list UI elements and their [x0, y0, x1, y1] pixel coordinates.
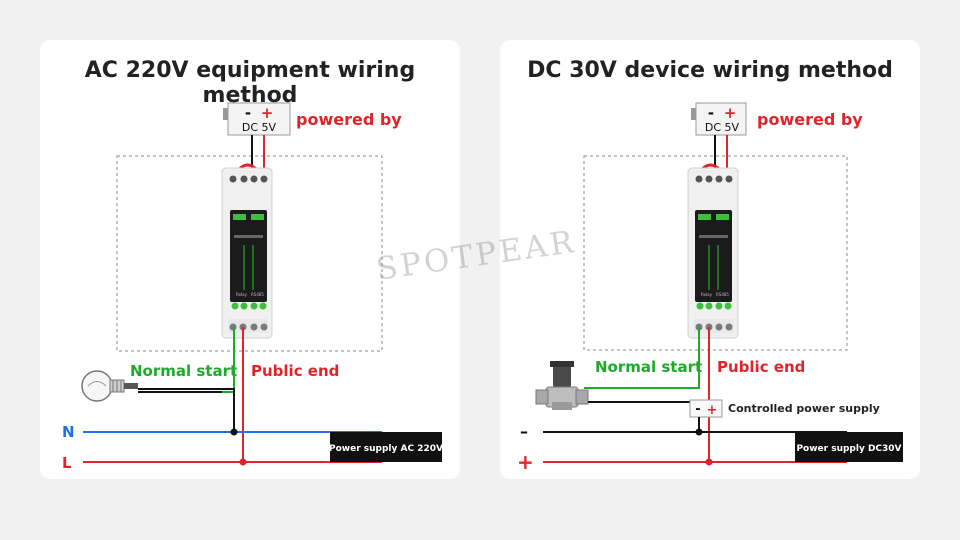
battery-label: DC 5V: [705, 121, 740, 134]
powered-by-label: powered by: [757, 110, 863, 129]
plus-label: +: [517, 450, 534, 474]
controlled-supply-label: Controlled power supply: [728, 402, 880, 415]
dc5v-battery-icon: - + DC 5V: [223, 102, 291, 136]
supply-label: Power supply DC30V: [796, 444, 901, 454]
junction-l: [239, 458, 247, 466]
rs485-tag: RS485: [251, 292, 264, 297]
minus-label: –: [520, 422, 528, 441]
normal-start-label: Normal start: [130, 362, 237, 380]
rs485-tag: RS485: [716, 292, 729, 297]
battery-label: DC 5V: [242, 121, 277, 134]
wire-bulb-neutral: [138, 388, 235, 432]
dc-wiring-panel: DC 30V device wiring method - + DC 5V po…: [500, 40, 920, 479]
device-frame: [583, 155, 848, 351]
supply-label: Power supply AC 220V: [329, 444, 443, 454]
relay-module-icon: Relay RS485: [687, 163, 739, 339]
ac-wiring-diagram: - + DC 5V powered by Relay RS485: [62, 102, 443, 472]
relay-tag: Relay: [236, 292, 248, 297]
powered-by-label: powered by: [296, 110, 402, 129]
relay-tag: Relay: [701, 292, 713, 297]
l-label: L: [62, 454, 72, 472]
wire-valve-negative: [588, 401, 700, 432]
relay-module-icon: Relay RS485: [221, 163, 273, 339]
supply-box: [795, 432, 903, 462]
controlled-minus: -: [695, 402, 700, 417]
battery-plus: +: [261, 104, 274, 122]
dc-panel-title: DC 30V device wiring method: [527, 58, 893, 83]
wire-normal-start: [584, 327, 700, 389]
public-end-label: Public end: [717, 358, 805, 376]
junction-n: [230, 428, 238, 436]
battery-minus: -: [245, 104, 251, 122]
device-frame: [116, 155, 383, 352]
controlled-supply-icon: - +: [689, 399, 723, 418]
dc5v-battery-icon: - + DC 5V: [691, 102, 747, 136]
supply-box: [330, 432, 442, 462]
normal-start-label: Normal start: [595, 358, 702, 376]
battery-plus: +: [724, 104, 737, 122]
ac-wiring-panel: AC 220V equipment wiring method - + DC 5…: [40, 40, 460, 479]
n-label: N: [62, 423, 75, 441]
junction-minus: [695, 428, 703, 436]
controlled-plus: +: [707, 403, 718, 418]
light-bulb-icon: [81, 370, 138, 402]
ac-panel-title: AC 220V equipment wiring method: [84, 58, 416, 108]
junction-plus: [705, 458, 713, 466]
battery-minus: -: [708, 104, 714, 122]
dc-wiring-diagram: - + DC 5V powered by Relay RS485: [517, 102, 903, 474]
solenoid-valve-icon: [535, 361, 589, 410]
public-end-label: Public end: [251, 362, 339, 380]
